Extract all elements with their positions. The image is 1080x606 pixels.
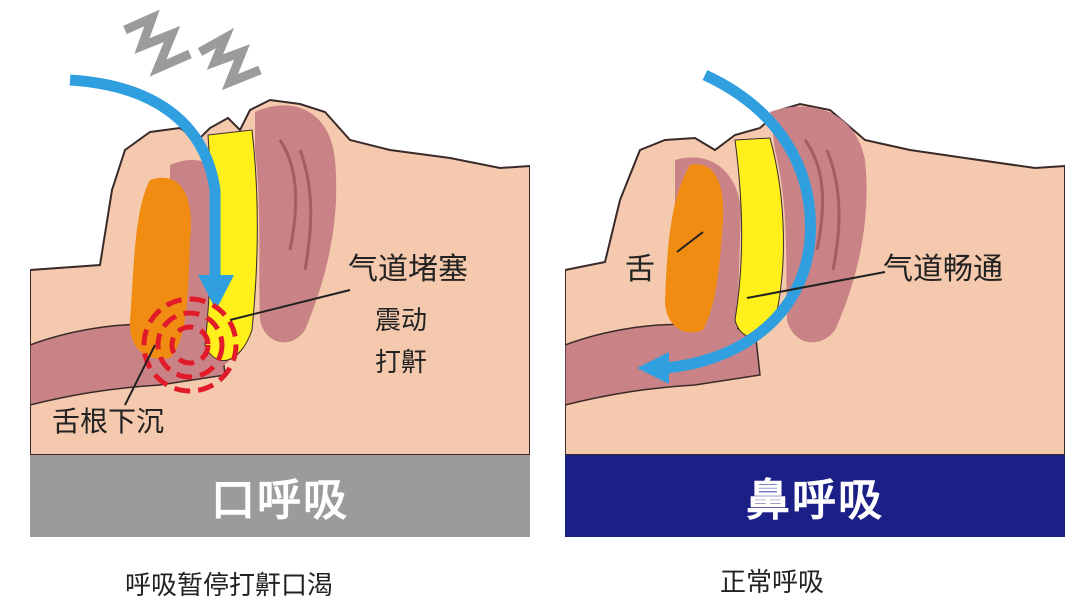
mouth-breathing-panel: 气道堵塞 震动 打鼾 舌根下沉 口呼吸 (30, 0, 530, 540)
banner-title: 口呼吸 (211, 475, 349, 526)
airflow-arrow-icon (664, 70, 816, 374)
mouth-breathing-illustration (30, 9, 530, 456)
nose-breathing-illustration (565, 70, 1065, 456)
label-snore: 打鼾 (375, 348, 428, 378)
caption-nose-breathing: 正常呼吸 (720, 568, 825, 598)
nose-breathing-panel: 舌 气道畅通 鼻呼吸 (565, 0, 1065, 540)
label-tongue-sinking: 舌根下沉 (52, 405, 165, 438)
tongue (129, 177, 191, 359)
vibration-icon (141, 296, 239, 394)
banner-mouth-breathing: 口呼吸 (30, 455, 530, 537)
caption-mouth-breathing: 呼吸暂停打鼾口渴 (125, 571, 334, 601)
label-vibration: 震动 (375, 306, 428, 336)
label-airway-clear: 气道畅通 (883, 252, 1003, 287)
airflow-arrow-icon (69, 74, 221, 285)
tongue (665, 164, 724, 333)
label-airway-blocked: 气道堵塞 (348, 252, 468, 287)
banner-nose-breathing: 鼻呼吸 (565, 455, 1065, 537)
label-tongue: 舌 (625, 252, 655, 287)
airway (734, 137, 784, 338)
snore-zigzag-icon (123, 9, 192, 77)
banner-title: 鼻呼吸 (746, 475, 884, 526)
